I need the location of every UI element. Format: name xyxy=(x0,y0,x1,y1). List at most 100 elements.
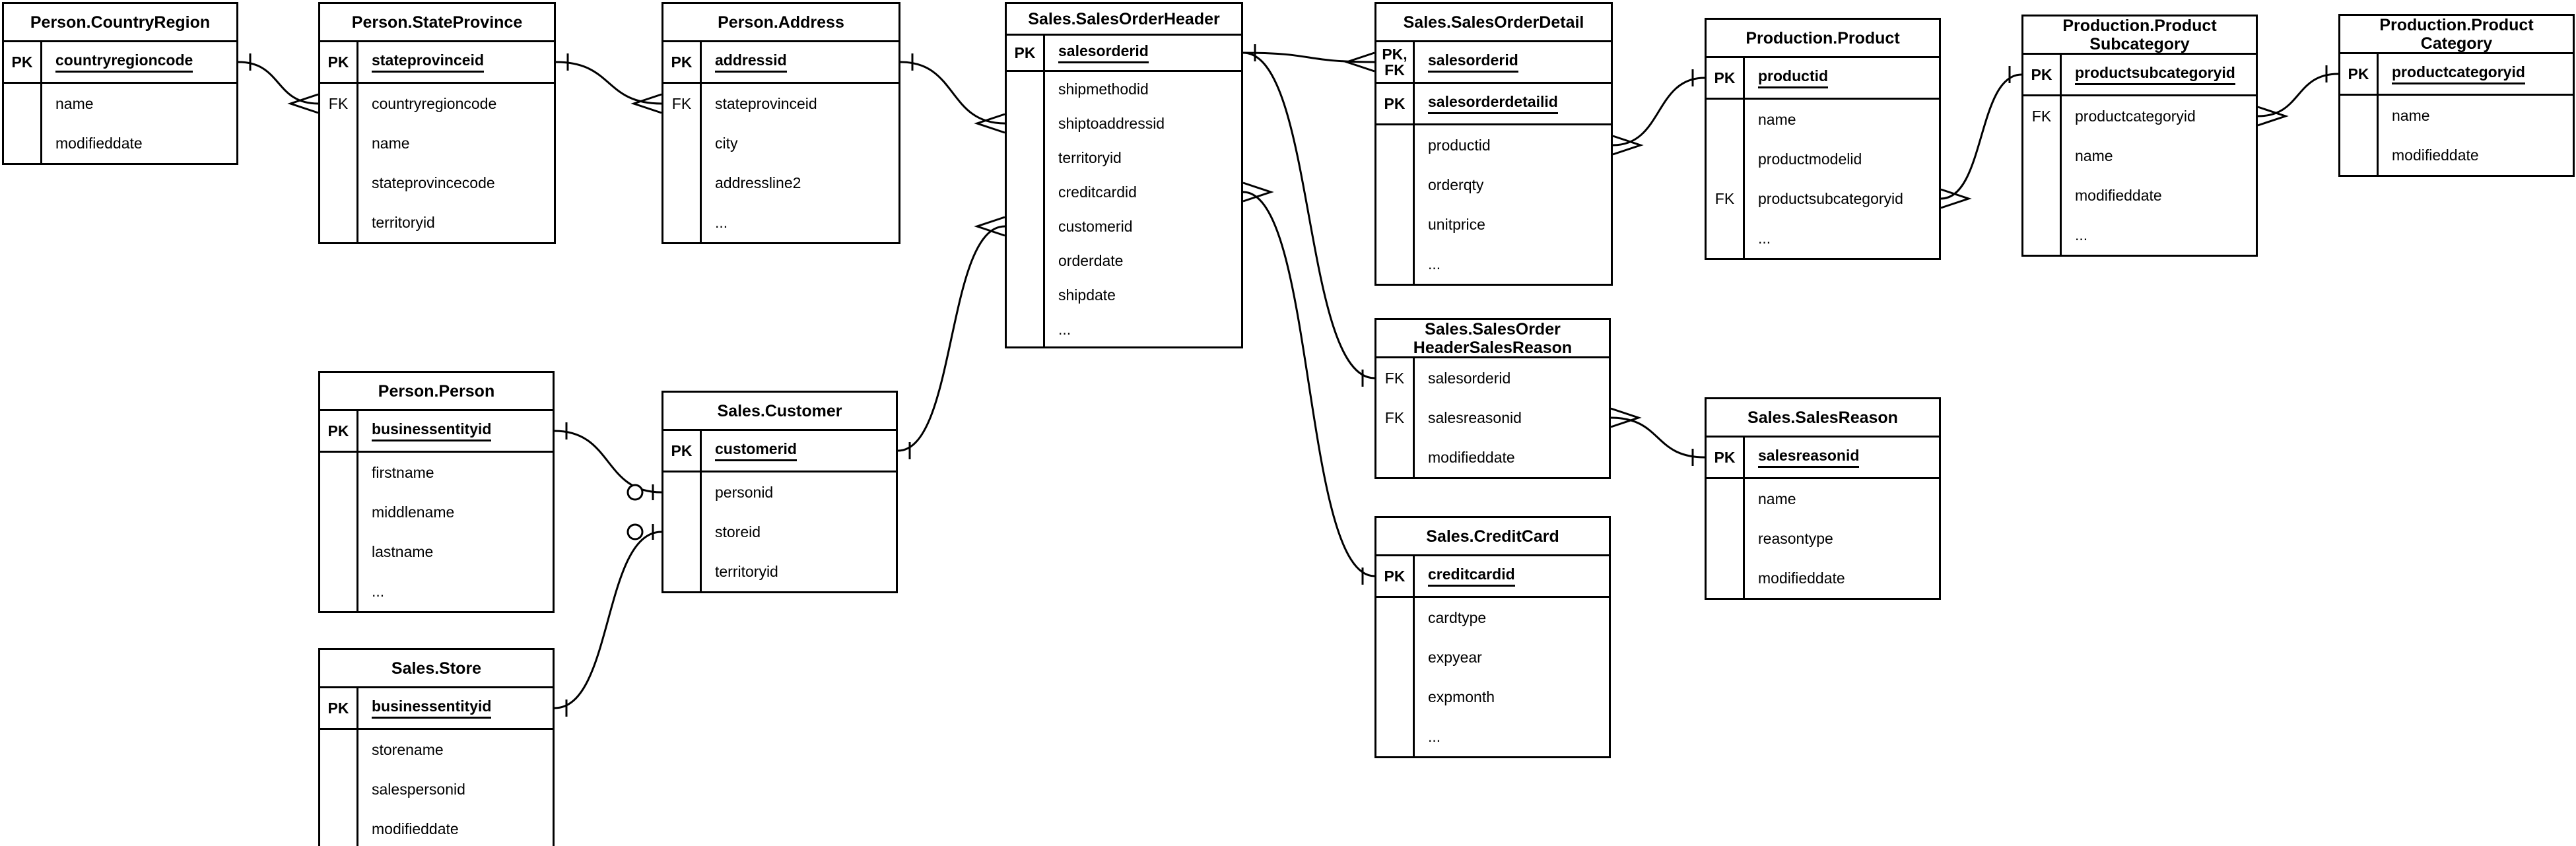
attribute-row[interactable]: territoryid xyxy=(1007,141,1241,175)
relationship-salesorderheader-salesorderdetail[interactable] xyxy=(1242,51,1375,63)
attribute-row[interactable]: name xyxy=(1707,479,1939,519)
attribute-row[interactable]: ... xyxy=(1707,218,1939,258)
attribute-row[interactable]: shipdate xyxy=(1007,278,1241,312)
attribute-row[interactable]: modifieddate xyxy=(4,123,236,163)
attribute-row[interactable]: reasontype xyxy=(1707,519,1939,558)
attribute-row[interactable]: addressline2 xyxy=(663,163,898,203)
relationship-stateprovince-address[interactable] xyxy=(555,61,662,105)
attribute-row[interactable]: firstname xyxy=(320,453,553,492)
attribute-name: modifieddate xyxy=(2075,186,2162,204)
attribute-name: orderqty xyxy=(1428,176,1484,193)
attribute-row[interactable]: city xyxy=(663,123,898,163)
attribute-row[interactable]: modifieddate xyxy=(2023,176,2256,215)
attribute-row[interactable]: territoryid xyxy=(320,203,554,242)
attribute-row[interactable]: orderdate xyxy=(1007,244,1241,278)
attribute-row[interactable]: expyear xyxy=(1376,637,1609,677)
attribute-row[interactable]: stateprovincecode xyxy=(320,163,554,203)
key-label: PK xyxy=(1376,84,1415,123)
relationship-salesorderheadersalesreason-salesreason[interactable] xyxy=(1610,416,1705,459)
attribute-row[interactable]: creditcardid xyxy=(1007,175,1241,209)
attribute-row[interactable]: productmodelid xyxy=(1707,139,1939,179)
attribute-row[interactable]: name xyxy=(4,84,236,123)
attribute-row[interactable]: ... xyxy=(320,571,553,611)
attribute-row[interactable]: personid xyxy=(663,472,896,512)
attribute-row[interactable]: shiptoaddressid xyxy=(1007,106,1241,141)
attribute-row[interactable]: modifieddate xyxy=(1707,558,1939,598)
relationship-store-customer[interactable] xyxy=(554,531,662,709)
attribute-row[interactable]: productid xyxy=(1376,125,1611,165)
attribute-row[interactable]: lastname xyxy=(320,532,553,571)
attribute-row[interactable]: salespersonid xyxy=(320,769,553,809)
relationship-person-customer[interactable] xyxy=(554,430,662,494)
relationship-salesorderdetail-product[interactable] xyxy=(1612,77,1705,146)
attribute-row[interactable]: name xyxy=(1707,100,1939,139)
attribute-row[interactable]: expmonth xyxy=(1376,677,1609,717)
attribute-row[interactable]: name xyxy=(2023,136,2256,176)
relationship-salesorderheader-salesorderheadersalesreason[interactable] xyxy=(1242,51,1375,379)
attribute-row[interactable]: ... xyxy=(2023,215,2256,255)
attribute-row[interactable]: customerid xyxy=(1007,209,1241,244)
attribute-row[interactable]: middlename xyxy=(320,492,553,532)
attribute-row[interactable]: name xyxy=(2340,96,2573,135)
attribute-row[interactable]: modifieddate xyxy=(2340,135,2573,175)
attribute-row[interactable]: storename xyxy=(320,730,553,769)
attribute-name: productsubcategoryid xyxy=(2062,64,2235,85)
key-label: PK, FK xyxy=(1376,42,1415,82)
attribute-row[interactable]: ... xyxy=(663,203,898,242)
attribute-row[interactable]: ... xyxy=(1376,244,1611,284)
attribute-row[interactable]: orderqty xyxy=(1376,165,1611,205)
attribute-row[interactable]: territoryid xyxy=(663,552,896,591)
attribute-row[interactable]: ... xyxy=(1376,717,1609,756)
key-label xyxy=(1376,244,1415,284)
relationship-countryregion-stateprovince[interactable] xyxy=(238,61,319,105)
attribute-row[interactable]: cardtype xyxy=(1376,598,1609,637)
attribute-row[interactable]: modifieddate xyxy=(320,809,553,846)
attribute-row[interactable]: ... xyxy=(1007,312,1241,346)
attribute-row[interactable]: storeid xyxy=(663,512,896,552)
relationship-product-productsubcategory[interactable] xyxy=(1940,73,2022,200)
attribute-row[interactable]: name xyxy=(320,123,554,163)
attribute-row[interactable]: modifieddate xyxy=(1376,438,1609,477)
attribute-row[interactable]: unitprice xyxy=(1376,205,1611,244)
relationship-customer-salesorderheader[interactable] xyxy=(897,225,1005,452)
relationship-creditcard-salesorderheader[interactable] xyxy=(1242,191,1375,577)
relationship-productsubcategory-productcategory[interactable] xyxy=(2257,73,2339,117)
attribute-row[interactable]: shipmethodid xyxy=(1007,72,1241,106)
relationship-address-salesorderheader[interactable] xyxy=(900,61,1005,125)
